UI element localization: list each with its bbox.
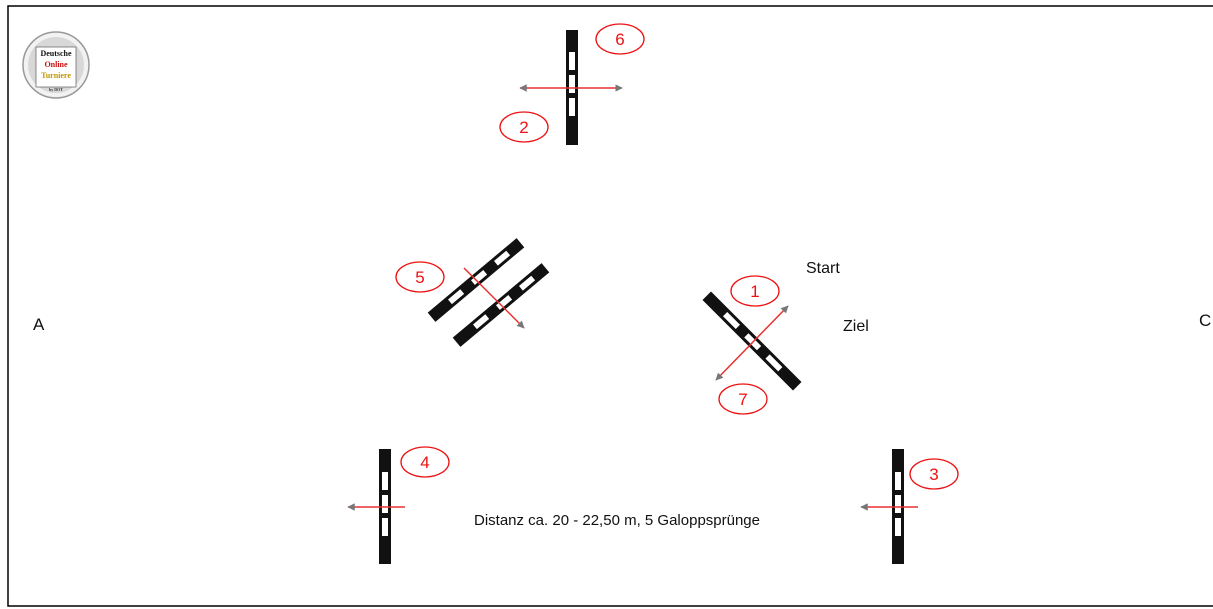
number-2: 2 (519, 118, 528, 137)
number-5: 5 (415, 268, 424, 287)
letter-c: C (1199, 311, 1211, 330)
distance-label: Distanz ca. 20 - 22,50 m, 5 Galoppsprüng… (474, 512, 760, 529)
arena-border (7, 5, 1213, 607)
logo-line2: Online (44, 60, 68, 69)
letter-a: A (33, 315, 45, 334)
logo-line3: Turniere (41, 71, 71, 80)
obstacle-5: 5 (395, 238, 550, 347)
obstacle-4: 4 (347, 446, 450, 564)
number-7: 7 (738, 390, 747, 409)
start-label: Start (806, 260, 840, 277)
number-6: 6 (615, 30, 624, 49)
arrow-5 (463, 267, 525, 329)
arrow-1-7 (715, 305, 789, 381)
number-3: 3 (929, 465, 938, 484)
obstacle-1-7: 1 7 (702, 275, 802, 415)
number-4: 4 (420, 453, 429, 472)
obstacle-6-2: 6 2 (499, 23, 645, 145)
obstacle-3: 3 (860, 449, 959, 564)
logo: Deutsche Online Turniere by DOT (22, 31, 90, 99)
number-1: 1 (750, 282, 759, 301)
finish-label: Ziel (843, 318, 869, 335)
logo-line1: Deutsche (40, 49, 72, 58)
logo-small: by DOT (49, 87, 63, 92)
